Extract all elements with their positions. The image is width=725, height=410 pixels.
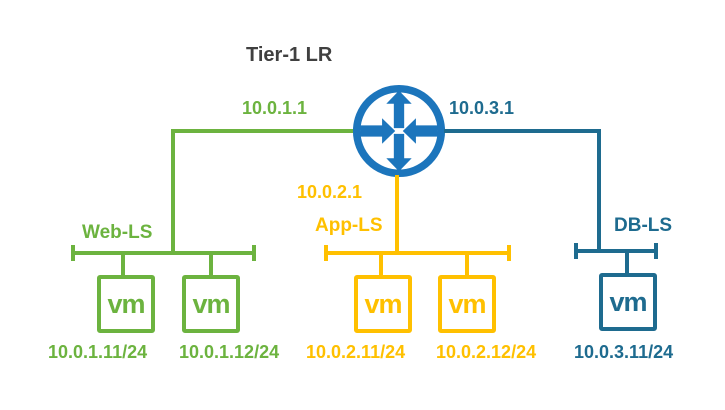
db-vm1-stub <box>625 251 629 273</box>
vm-box: vm <box>438 275 496 333</box>
db-uplink-ip-label: 10.0.3.1 <box>449 98 515 118</box>
web-ls-bus <box>71 251 256 255</box>
vm-ip-label: 10.0.2.11/24 <box>306 342 406 362</box>
db-ls-bus-endcap-left <box>574 243 578 259</box>
vm-box: vm <box>182 275 240 333</box>
vm-ip-label: 10.0.2.12/24 <box>436 342 537 362</box>
app-ls-bus <box>324 251 511 255</box>
web-ls-bus-endcap-right <box>252 245 256 261</box>
arrow-inward-right-icon <box>360 118 396 144</box>
db-ls-bus-endcap-right <box>654 243 658 259</box>
app-vm2-stub <box>465 253 469 275</box>
app-vm1-stub <box>379 253 383 275</box>
diagram-title: Tier-1 LR <box>246 44 333 66</box>
arrow-down-icon <box>386 133 412 172</box>
vm-label: vm <box>609 286 647 317</box>
app-uplink-ip-label: 10.0.2.1 <box>297 182 363 202</box>
web-vm2-stub <box>209 253 213 275</box>
db-ls-bus <box>574 249 658 253</box>
db-uplink-line-vertical <box>597 129 601 253</box>
web-ls-bus-endcap-left <box>71 245 75 261</box>
web-uplink-line-vertical <box>171 129 175 255</box>
vm-box: vm <box>354 275 412 333</box>
web-uplink-line-horizontal <box>171 129 353 133</box>
arrow-inward-left-icon <box>402 118 438 144</box>
web-uplink-ip-label: 10.0.1.1 <box>242 98 308 118</box>
web-ls-label: Web-LS <box>82 222 153 243</box>
app-uplink-line-vertical <box>395 175 399 253</box>
vm-label: vm <box>448 288 486 319</box>
app-ls-bus-endcap-right <box>507 245 511 261</box>
arrow-up-icon <box>386 90 412 129</box>
vm-label: vm <box>364 288 402 319</box>
vm-label: vm <box>107 288 145 319</box>
db-uplink-line-horizontal <box>444 129 601 133</box>
vm-ip-label: 10.0.1.12/24 <box>179 342 280 362</box>
db-ls-label: DB-LS <box>614 215 673 236</box>
app-ls-label: App-LS <box>315 215 383 236</box>
vm-label: vm <box>192 288 230 319</box>
vm-box: vm <box>97 275 155 333</box>
router-icon <box>352 84 446 178</box>
web-vm1-stub <box>121 253 125 275</box>
app-ls-bus-endcap-left <box>324 245 328 261</box>
vm-ip-label: 10.0.3.11/24 <box>574 342 674 362</box>
vm-ip-label: 10.0.1.11/24 <box>48 342 148 362</box>
vm-box: vm <box>599 273 657 331</box>
